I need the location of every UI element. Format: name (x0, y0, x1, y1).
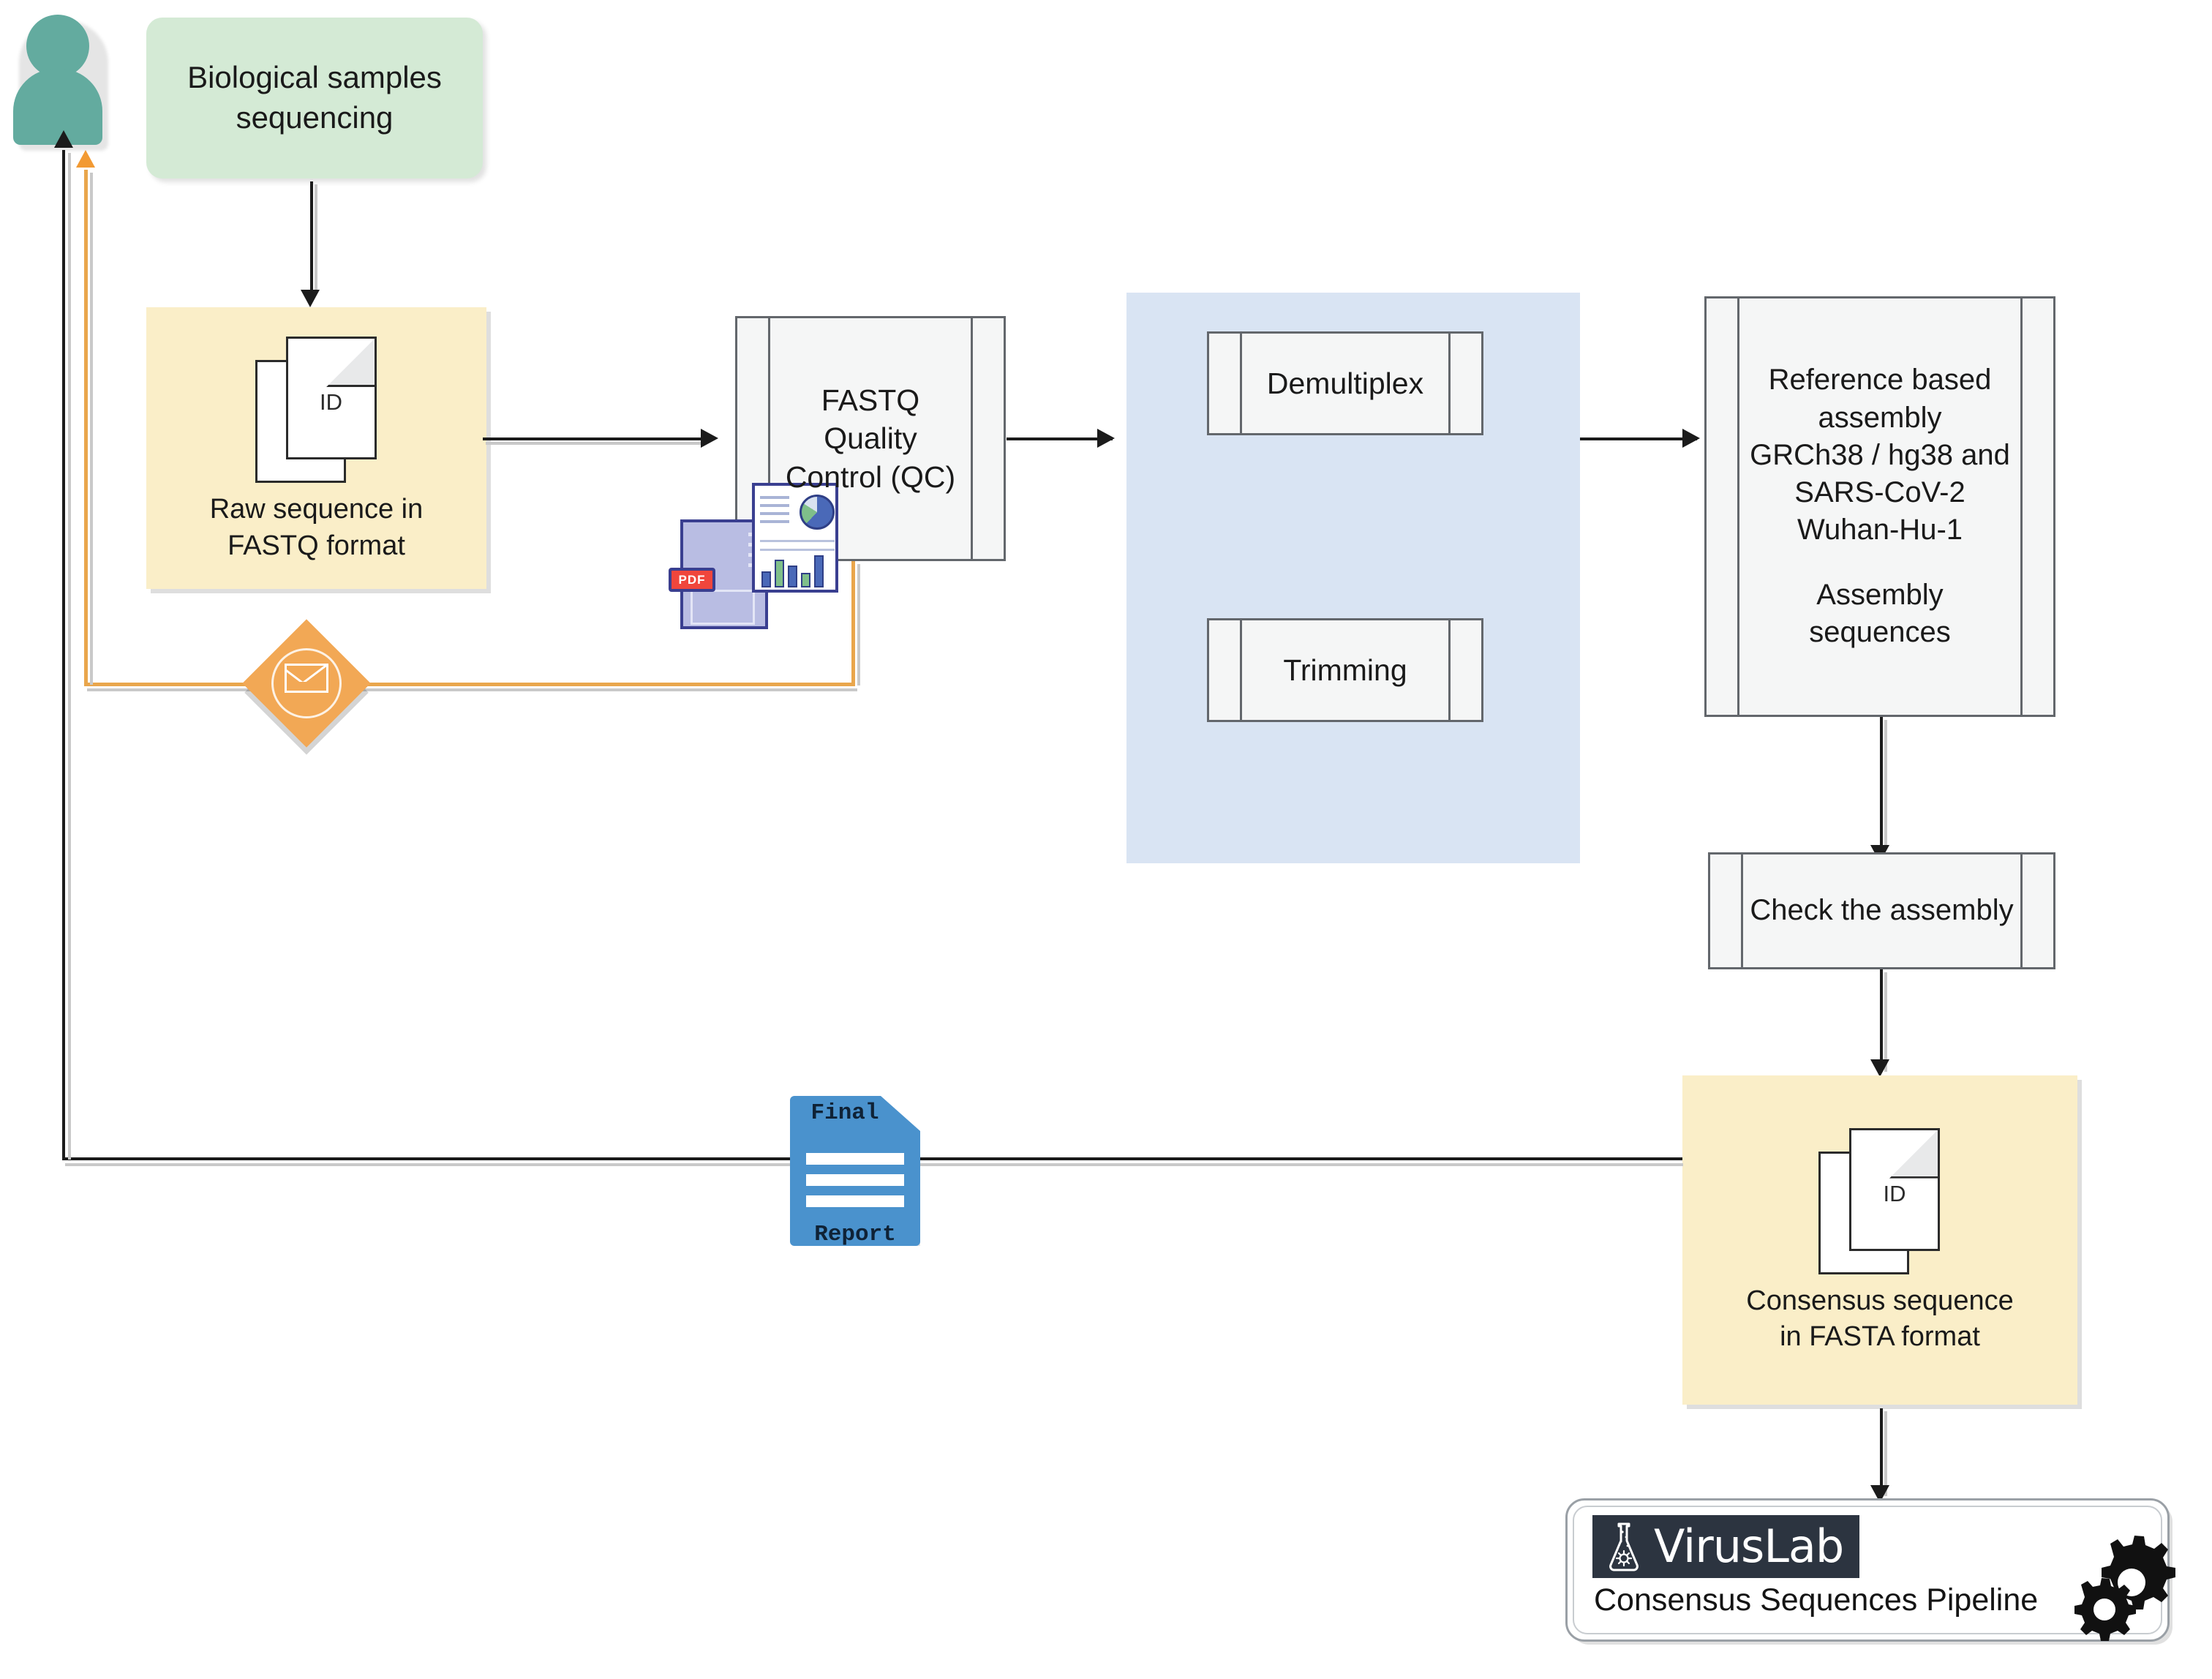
raw-sequence-node[interactable]: ID Raw sequence in FASTQ format (146, 307, 486, 589)
envelope-flap (287, 666, 326, 682)
edge-shadow (1884, 972, 1887, 1072)
edge-assembly-to-check (1880, 717, 1883, 849)
arrowhead-up (54, 130, 73, 148)
check-assembly-node[interactable]: Check the assembly (1708, 852, 2055, 969)
edge-orange-qc-down (851, 561, 855, 686)
check-assembly-label: Check the assembly (1750, 894, 2014, 927)
edge-shadow (315, 184, 317, 293)
edge-shadow (1884, 720, 1887, 849)
edge-preprocess-to-assembly (1580, 437, 1697, 440)
person-head-icon (26, 15, 89, 78)
gears-icon (2058, 1528, 2197, 1656)
reference-assembly-node[interactable]: Reference based assembly GRCh38 / hg38 a… (1704, 296, 2055, 717)
edge-shadow (87, 688, 857, 691)
viruslab-logo: VirusLab (1592, 1515, 1860, 1578)
arrowhead-right (1682, 429, 1700, 448)
report-lines-icon (806, 1153, 904, 1217)
doc-id-label: ID (1883, 1180, 1906, 1206)
doc-id-label: ID (320, 389, 342, 416)
arrowhead-right (1097, 429, 1115, 448)
edge-shadow (486, 442, 705, 445)
envelope-circle (271, 648, 342, 718)
final-report-top-label: Final (810, 1100, 879, 1126)
edge-shadow (90, 173, 93, 685)
pdf-badge-label: PDF (669, 568, 715, 592)
pie-chart-icon (800, 495, 835, 530)
arrowhead-down (301, 290, 320, 307)
bar-chart-icon (761, 555, 824, 587)
edge-consensus-to-pipeline (1880, 1408, 1883, 1496)
viruslab-logo-text: VirusLab (1654, 1520, 1844, 1573)
arrowhead-down (1870, 1059, 1889, 1077)
demultiplex-node[interactable]: Demultiplex (1207, 331, 1483, 435)
demultiplex-label: Demultiplex (1266, 366, 1424, 400)
envelope-icon (285, 664, 328, 693)
document-stack-icon: ID (255, 337, 378, 484)
arrowhead-right (701, 429, 718, 448)
edge-qc-to-preprocess (1007, 437, 1113, 440)
user-actor[interactable] (13, 15, 108, 151)
final-report-bottom-label: Report (814, 1222, 896, 1247)
biological-samples-node[interactable]: Biological samples sequencing (146, 18, 483, 179)
edge-report-up-to-actor (62, 150, 65, 1160)
pipeline-footer-node[interactable]: VirusLab Consensus Sequences Pipeline (1565, 1498, 2175, 1642)
edge-check-to-consensus (1880, 969, 1883, 1072)
raw-sequence-caption: Raw sequence in FASTQ format (209, 494, 424, 561)
document-stack-icon: ID (1818, 1127, 1941, 1276)
edge-raw-to-qc (483, 437, 706, 440)
consensus-sequence-node[interactable]: ID Consensus sequence in FASTA format (1682, 1075, 2077, 1405)
email-notification-node[interactable] (241, 618, 372, 748)
pipeline-subtitle: Consensus Sequences Pipeline (1594, 1582, 2039, 1618)
consensus-sequence-caption: Consensus sequence in FASTA format (1746, 1285, 2014, 1352)
trimming-node[interactable]: Trimming (1207, 618, 1483, 722)
edge-orange-up-to-actor (84, 170, 88, 686)
reference-assembly-label: Reference based assembly GRCh38 / hg38 a… (1750, 364, 2010, 546)
edge-orange-horizontal (84, 683, 855, 686)
final-report-document-icon[interactable]: Final Report (790, 1096, 925, 1251)
assembly-sequences-label: Assembly sequences (1809, 579, 1951, 649)
trimming-label: Trimming (1283, 653, 1407, 687)
edge-shadow (68, 153, 71, 1160)
edge-samples-to-raw (310, 181, 313, 293)
chart-report-icon[interactable] (752, 483, 843, 597)
edge-shadow (857, 564, 860, 686)
edge-shadow (1884, 1411, 1887, 1496)
biological-samples-label: Biological samples sequencing (187, 60, 442, 135)
arrowhead-up-orange (76, 150, 95, 168)
flask-virus-icon (1601, 1521, 1647, 1572)
fastq-qc-label: FASTQ Quality Control (QC) (785, 383, 956, 494)
